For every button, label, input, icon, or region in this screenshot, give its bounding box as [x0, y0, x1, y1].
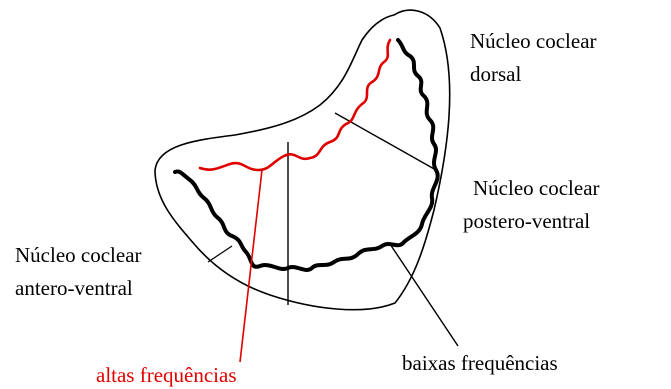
label-high-frequency: altas frequências	[96, 363, 237, 387]
high-frequency-line	[200, 40, 390, 170]
low-frequency-line	[175, 40, 438, 270]
label-dorsal-line1: Núcleo coclear	[470, 29, 597, 53]
label-dorsal-line2: dorsal	[470, 62, 521, 86]
label-antero-ventral-line2: antero-ventral	[15, 276, 133, 300]
label-postero-ventral-line2: postero-ventral	[463, 209, 590, 233]
label-antero-ventral: Núcleo coclear antero-ventral	[15, 243, 147, 300]
label-antero-ventral-line1: Núcleo coclear	[15, 243, 142, 267]
antero-ventral-pointer	[208, 246, 232, 262]
label-low-frequency: baixas frequências	[402, 351, 558, 375]
label-postero-ventral: Núcleo coclear postero-ventral	[463, 176, 605, 233]
label-dorsal: Núcleo coclear dorsal	[470, 29, 602, 86]
label-postero-ventral-line1: Núcleo coclear	[473, 176, 600, 200]
